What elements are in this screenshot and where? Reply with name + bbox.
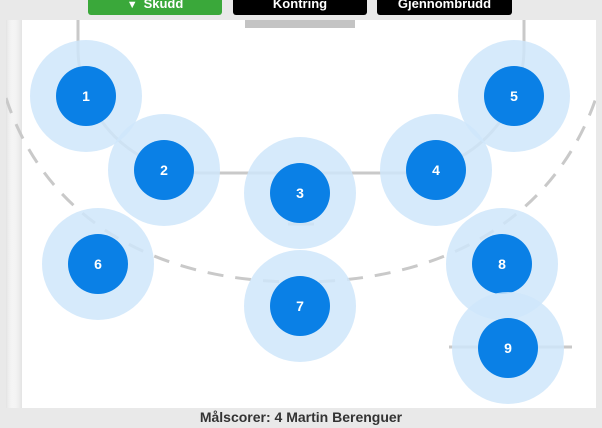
zone-9[interactable]: 9 <box>452 292 564 404</box>
tab-kontring-label: Kontring <box>272 0 328 11</box>
zone-8[interactable]: 8 <box>446 208 558 320</box>
zone-1[interactable]: 1 <box>30 40 142 152</box>
zone-8-label: 8 <box>498 256 506 272</box>
court-lines: 1 2 3 4 5 6 7 <box>6 20 596 408</box>
zone-1-label: 1 <box>82 88 90 104</box>
zone-5[interactable]: 5 <box>458 40 570 152</box>
zone-7-label: 7 <box>296 298 304 314</box>
zone-3[interactable]: 3 <box>244 137 356 249</box>
zone-4-label: 4 <box>432 162 440 178</box>
chevron-down-icon: ▼ <box>126 0 138 11</box>
zone-3-label: 3 <box>296 185 304 201</box>
goal-post <box>245 20 355 28</box>
tab-gjennombrudd[interactable]: Gjennombrudd <box>377 0 512 15</box>
handball-court: 1 2 3 4 5 6 7 <box>6 20 596 408</box>
zone-6[interactable]: 6 <box>42 208 154 320</box>
tab-kontring[interactable]: Kontring <box>233 0 367 15</box>
zone-2[interactable]: 2 <box>108 114 220 226</box>
tab-skudd[interactable]: ▼ Skudd <box>88 0 222 15</box>
goal-scorer-label: Målscorer: 4 Martin Berenguer <box>199 409 403 425</box>
zone-5-label: 5 <box>510 88 518 104</box>
tab-gjennombrudd-label: Gjennombrudd <box>397 0 492 11</box>
zone-7[interactable]: 7 <box>244 250 356 362</box>
zone-6-label: 6 <box>94 256 102 272</box>
zone-4[interactable]: 4 <box>380 114 492 226</box>
zone-2-label: 2 <box>160 162 168 178</box>
tab-skudd-label: Skudd <box>143 0 184 11</box>
zone-9-label: 9 <box>504 340 512 356</box>
